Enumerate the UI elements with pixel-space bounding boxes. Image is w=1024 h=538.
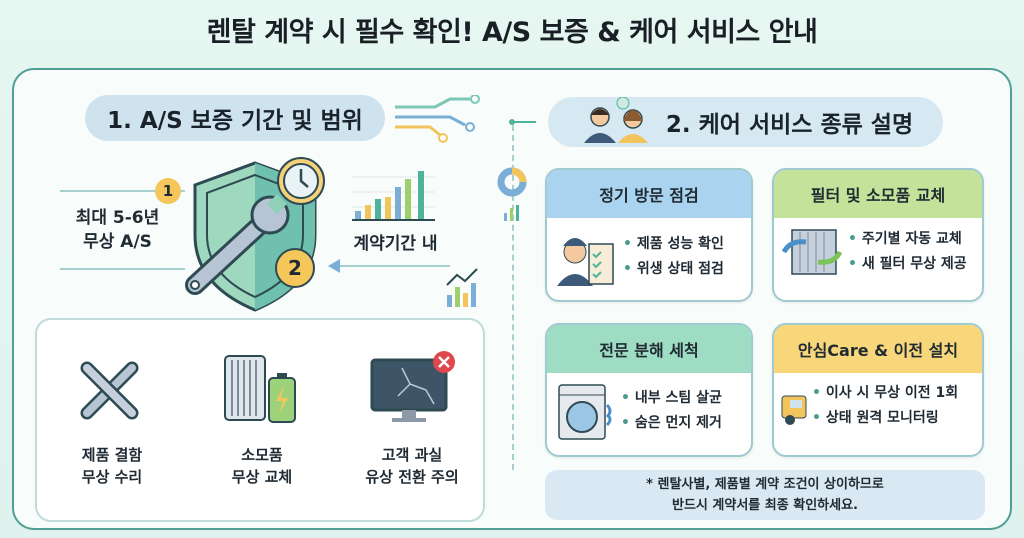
card-title: 안심Care & 이전 설치 (774, 325, 982, 373)
left-label: 최대 5-6년 무상 A/S (55, 206, 180, 254)
filter-swap-icon (782, 229, 842, 275)
bullet: 주기별 자동 교체 (848, 227, 967, 252)
section1-heading: 1. A/S 보증 기간 및 범위 (85, 95, 385, 141)
shield-wrench-icon (185, 161, 317, 312)
bullet: 상태 원격 모니터링 (812, 406, 958, 431)
disclaimer-note: * 렌탈사별, 제품별 계약 조건이 상이하므로 반드시 계약서를 최종 확인하… (545, 470, 985, 520)
care-card-filter: 필터 및 소모품 교체 주기별 자동 교체새 필터 무상 제공 (772, 168, 984, 302)
card-title: 정기 방문 점검 (547, 170, 751, 218)
bar-chart-icon (352, 171, 435, 221)
donut-chart-icon (497, 119, 536, 221)
arrow-line (340, 265, 450, 267)
arrow-left-icon (328, 259, 340, 273)
item-label: 소모품 (241, 446, 283, 464)
left-label-line: 최대 5-6년 (75, 208, 160, 228)
growth-chart-icon (446, 268, 478, 307)
card-title: 전문 분해 세척 (547, 325, 751, 373)
truck-icon (781, 395, 807, 425)
staff-avatars-icon (583, 97, 648, 143)
bullet: 위생 상태 점검 (623, 257, 724, 282)
item-label: 유상 전환 주의 (365, 468, 459, 486)
note-line: * 렌탈사별, 제품별 계약 조건이 상이하므로 (646, 477, 884, 492)
page-title: 렌탈 계약 시 필수 확인! A/S 보증 & 케어 서비스 안내 (206, 17, 818, 48)
item-label: 무상 수리 (81, 468, 143, 486)
item-label: 무상 교체 (231, 468, 293, 486)
right-label: 계약기간 내 (353, 234, 438, 254)
card-title: 필터 및 소모품 교체 (774, 170, 982, 218)
washing-machine-icon (558, 384, 612, 440)
wrench-icon (80, 361, 139, 420)
care-card-relocation: 안심Care & 이전 설치 이사 시 무상 이전 1회상태 원격 모니터링 (772, 323, 984, 457)
divider (60, 268, 185, 270)
divider (60, 190, 185, 192)
broken-monitor-icon (370, 351, 455, 422)
care-card-visit: 정기 방문 점검 제품 성능 확인위생 상태 점검 (545, 168, 753, 302)
filter-battery-icon (224, 355, 296, 423)
note-line: 반드시 계약서를 최종 확인하세요. (672, 498, 858, 513)
item-label: 제품 결함 (81, 446, 143, 464)
badge-2: 2 (275, 248, 315, 288)
bullet: 내부 스팀 살균 (621, 386, 722, 411)
section2-heading: 2. 케어 서비스 종류 설명 (548, 97, 943, 147)
technician-icon (557, 238, 614, 286)
section2-heading-text: 2. 케어 서비스 종류 설명 (665, 112, 914, 138)
clock-icon (277, 157, 325, 205)
circuit-decoration-icon (395, 95, 480, 143)
left-label-line: 무상 A/S (83, 232, 152, 252)
bullet: 새 필터 무상 제공 (848, 252, 967, 277)
bullet: 숨은 먼지 제거 (621, 411, 722, 436)
badge-1: 1 (155, 178, 181, 204)
divider-dashed (512, 125, 514, 470)
care-card-cleaning: 전문 분해 세척 내부 스팀 살균숨은 먼지 제거 (545, 323, 753, 457)
item-label: 고객 과실 (381, 446, 443, 464)
bullet: 이사 시 무상 이전 1회 (812, 381, 958, 406)
bullet: 제품 성능 확인 (623, 232, 724, 257)
